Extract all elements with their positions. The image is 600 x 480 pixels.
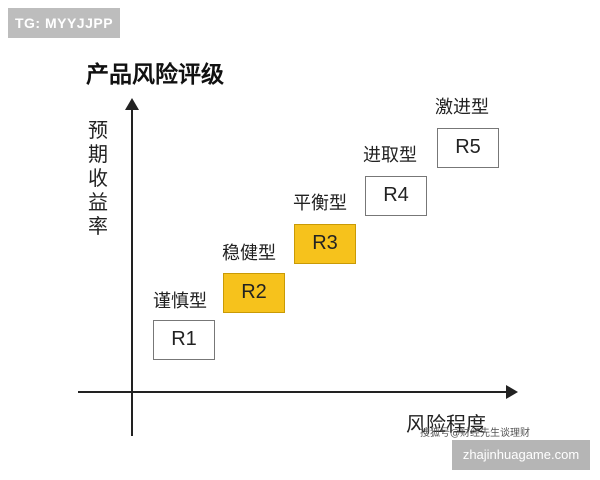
level-box-r4: R4 bbox=[365, 176, 427, 216]
level-label-r2: 稳健型 bbox=[222, 243, 276, 264]
y-axis-line bbox=[131, 106, 133, 436]
x-axis-line bbox=[78, 391, 508, 393]
x-axis-label: 风险程度 bbox=[406, 412, 486, 436]
level-box-r1: R1 bbox=[153, 320, 215, 360]
level-box-r5: R5 bbox=[437, 128, 499, 168]
level-box-r2: R2 bbox=[223, 273, 285, 313]
level-box-r3: R3 bbox=[294, 224, 356, 264]
level-label-r4: 进取型 bbox=[363, 145, 417, 166]
diagram-title: 产品风险评级 bbox=[86, 62, 224, 88]
site-watermark: zhajinhuagame.com bbox=[452, 440, 590, 470]
level-label-r5: 激进型 bbox=[435, 97, 489, 118]
y-axis-label: 预期收益率 bbox=[88, 118, 108, 238]
x-axis-arrow-icon bbox=[506, 385, 518, 399]
level-label-r1: 谨慎型 bbox=[153, 291, 207, 312]
watermark-tag: TG: MYYJJPP bbox=[8, 8, 120, 38]
source-caption: 搜狐号@财经先生谈理财 bbox=[420, 428, 530, 439]
level-label-r3: 平衡型 bbox=[293, 193, 347, 214]
y-axis-arrow-icon bbox=[125, 98, 139, 110]
